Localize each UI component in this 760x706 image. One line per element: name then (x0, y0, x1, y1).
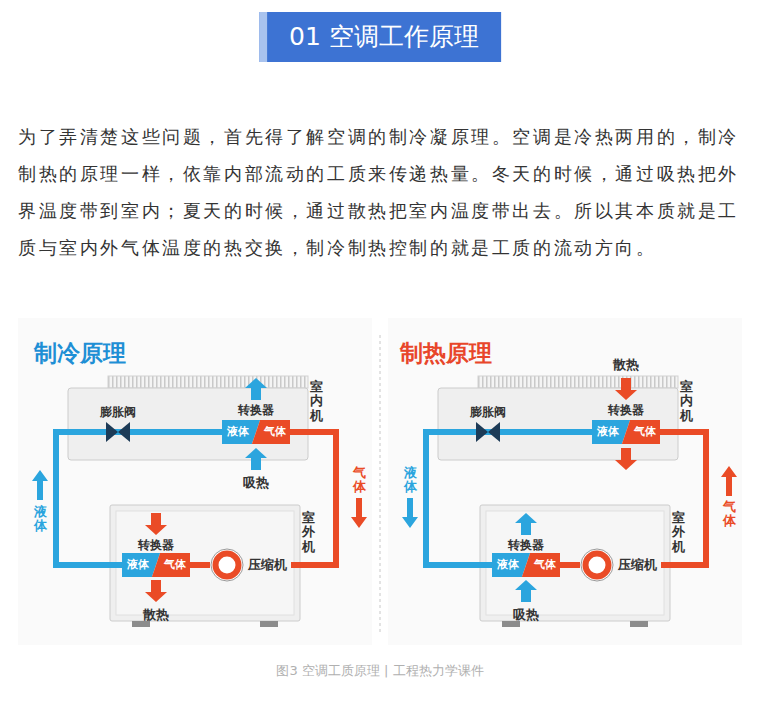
phase-label: 液体 (122, 553, 153, 577)
unit-housing: 转换器液体气体 压缩机 室外机 (110, 505, 318, 631)
heat-arrow (615, 448, 637, 470)
flow-arrow (402, 498, 418, 528)
flow-label: 气体 (353, 466, 366, 495)
phase-label: 气体 (529, 553, 560, 577)
compressor-ring (210, 548, 244, 582)
valve-cone (476, 422, 488, 442)
figure-caption: 图3 空调工质原理 | 工程热力学课件 (0, 662, 760, 680)
phase-label: 液体 (222, 420, 253, 444)
body-paragraph: 为了弄清楚这些问题，首先得了解空调的制冷凝原理。空调是冷热两用的，制冷制热的原理… (18, 118, 750, 266)
heat-exchanger: 转换器液体气体 (122, 537, 190, 577)
panel-divider (380, 335, 381, 635)
heat-label: 吸热 (226, 474, 286, 492)
phase-label: 气体 (259, 420, 290, 444)
valve-cone (118, 422, 130, 442)
flow-arrow (32, 470, 48, 500)
unit-name: 室外机 (672, 511, 685, 554)
flow-label: 液体 (34, 505, 47, 534)
panel-title: 制冷原理 (34, 338, 126, 369)
phase-label: 液体 (492, 553, 523, 577)
panel-background (18, 318, 372, 645)
valve-bowtie (476, 422, 500, 442)
heat-exchanger: 转换器液体气体 (492, 537, 560, 577)
heat-arrow (145, 513, 167, 535)
compressor-ring (580, 548, 614, 582)
part-name: 转换器 (492, 537, 560, 554)
compressor: 压缩机 (210, 548, 291, 582)
valve-symbol (466, 422, 510, 442)
unit-housings (438, 376, 678, 627)
heading-badge: 01 空调工作原理 (259, 12, 501, 62)
expansion-valve: 膨胀阀 (466, 402, 510, 442)
refrigerant-pipe (190, 562, 210, 568)
part-name: 压缩机 (248, 548, 287, 582)
refrigerant-pipe (140, 429, 222, 435)
valve-bowtie (106, 422, 130, 442)
heat-arrow (245, 448, 267, 470)
heat-label: 散热 (596, 356, 656, 374)
flow-arrow (721, 466, 737, 496)
refrigerant-pipe (426, 432, 492, 565)
phase-label: 液体 (592, 420, 623, 444)
unit-name: 室外机 (302, 511, 315, 554)
ring (586, 554, 609, 577)
unit-name: 室内机 (310, 380, 323, 423)
ring (216, 554, 239, 577)
heat-arrow (515, 580, 537, 602)
valve-symbol (96, 422, 140, 442)
phase-label: 气体 (629, 420, 660, 444)
expansion-valve: 膨胀阀 (96, 402, 140, 442)
heat-arrow (245, 378, 267, 400)
part-name: 压缩机 (618, 548, 657, 582)
unit-housing: 膨胀阀 转换器液体气体 室内机 (68, 376, 326, 462)
gas-side (522, 553, 560, 577)
part-name: 转换器 (122, 537, 190, 554)
heat-exchanger: 转换器液体气体 (592, 402, 660, 444)
part-name: 膨胀阀 (96, 404, 140, 421)
unit-name: 室内机 (680, 380, 693, 423)
phase-label: 气体 (159, 553, 190, 577)
ring-outer (581, 549, 613, 581)
unit-housings (68, 376, 308, 627)
valve-cone (488, 422, 500, 442)
flow-arrow (351, 498, 367, 528)
heading-text: 01 空调工作原理 (289, 22, 479, 51)
refrigerant-pipe (290, 432, 336, 565)
refrigerant-pipe (660, 432, 706, 565)
gas-side (252, 420, 290, 444)
flow-label: 液体 (404, 466, 417, 495)
ring-outer (211, 549, 243, 581)
refrigerant-pipe (510, 429, 592, 435)
heat-label: 散热 (126, 606, 186, 624)
part-name: 转换器 (592, 402, 660, 419)
gas-side (622, 420, 660, 444)
unit-housing: 膨胀阀 转换器液体气体 室内机 (438, 376, 696, 462)
heat-arrow (145, 580, 167, 602)
refrigerant-pipe (560, 562, 580, 568)
heat-label: 吸热 (496, 606, 556, 624)
panel-title: 制热原理 (400, 338, 492, 369)
part-name: 膨胀阀 (466, 404, 510, 421)
flow-label: 气体 (723, 500, 736, 529)
heat-arrow (615, 378, 637, 400)
panel-background (388, 318, 742, 645)
gas-side (152, 553, 190, 577)
unit-housing: 转换器液体气体 压缩机 室外机 (480, 505, 688, 631)
refrigerant-pipe (56, 432, 122, 565)
heat-exchanger: 转换器液体气体 (222, 402, 290, 444)
compressor: 压缩机 (580, 548, 661, 582)
heat-arrow (515, 513, 537, 535)
part-name: 转换器 (222, 402, 290, 419)
valve-cone (106, 422, 118, 442)
